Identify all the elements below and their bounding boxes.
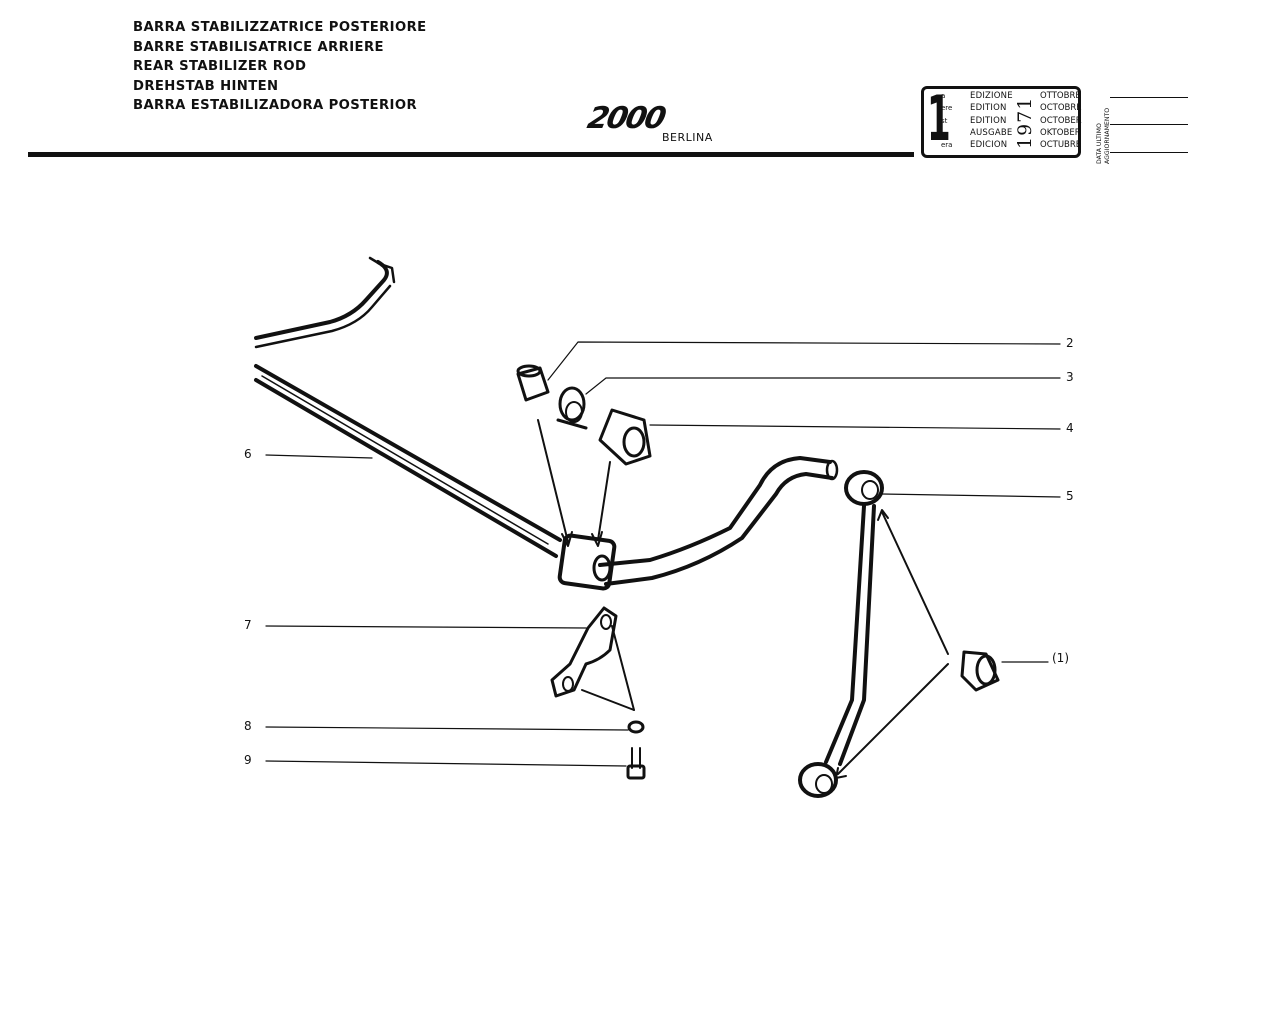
part-3-clamp bbox=[556, 386, 588, 430]
title-block: BARRA STABILIZZATRICE POSTERIORE BARRE S… bbox=[133, 18, 427, 116]
leader-9 bbox=[265, 760, 627, 767]
stabilizer-bar-far-arm bbox=[254, 260, 389, 340]
edition-month: OCTOBRE bbox=[1040, 103, 1082, 114]
leader-7 bbox=[265, 625, 587, 629]
edition-label: AUSGABE bbox=[970, 127, 1013, 138]
edition-number: 1 bbox=[927, 82, 951, 155]
update-line bbox=[1110, 124, 1188, 125]
callout-1: (1) bbox=[1052, 651, 1069, 665]
callout-9: 9 bbox=[244, 753, 252, 767]
edition-suffix: ere bbox=[941, 104, 953, 113]
model-subtitle: BERLINA bbox=[662, 131, 713, 144]
edition-suffix: era bbox=[941, 141, 953, 150]
part-7-bracket bbox=[550, 606, 618, 698]
leader-2 bbox=[547, 341, 1061, 381]
callout-4: 4 bbox=[1066, 421, 1074, 435]
edition-month: OKTOBER bbox=[1040, 127, 1081, 138]
edition-suffixes: a ere st . era bbox=[941, 90, 952, 151]
leader-4 bbox=[649, 424, 1061, 430]
title-french: BARRE STABILISATRICE ARRIERE bbox=[133, 39, 384, 55]
leader-6 bbox=[265, 454, 373, 459]
edition-month: OCTUBRE bbox=[1040, 140, 1082, 151]
edition-label: EDICION bbox=[970, 140, 1008, 151]
part-2-bushing bbox=[516, 364, 550, 402]
update-line bbox=[1110, 97, 1188, 98]
title-italian: BARRA STABILIZZATRICE POSTERIORE bbox=[133, 20, 427, 35]
header-rule bbox=[28, 152, 914, 157]
callout-7: 7 bbox=[244, 618, 252, 632]
callout-2: 2 bbox=[1066, 336, 1074, 350]
edition-box bbox=[921, 86, 1081, 158]
installed-bushing bbox=[557, 533, 617, 591]
edition-month: OCTOBER bbox=[1040, 115, 1082, 126]
title-german: DREHSTAB HINTEN bbox=[133, 78, 279, 94]
update-line bbox=[1110, 152, 1188, 153]
part-8-washer bbox=[627, 720, 645, 734]
edition-label: EDITION bbox=[970, 103, 1007, 114]
part-4-mount-block bbox=[598, 408, 652, 466]
edition-suffix: a bbox=[941, 92, 946, 100]
edition-suffix: st bbox=[941, 116, 948, 125]
edition-months: OTTOBRE OCTOBRE OCTOBER OKTOBER OCTUBRE bbox=[1040, 90, 1082, 151]
edition-month: OTTOBRE bbox=[1040, 91, 1081, 101]
callout-6: 6 bbox=[244, 447, 252, 461]
part-9-bolt bbox=[626, 747, 646, 780]
stabilizer-bar bbox=[254, 364, 562, 542]
part-1-bushing bbox=[960, 650, 1000, 692]
leader-8 bbox=[265, 726, 629, 731]
edition-suffix: . bbox=[941, 128, 944, 137]
callout-8: 8 bbox=[244, 719, 252, 733]
edition-labels: EDIZIONE EDITION EDITION AUSGABE EDICION bbox=[970, 90, 1013, 151]
leader-5 bbox=[881, 493, 1061, 498]
title-spanish: BARRA ESTABILIZADORA POSTERIOR bbox=[133, 98, 417, 113]
edition-label: EDITION bbox=[970, 115, 1007, 126]
callout-5: 5 bbox=[1066, 489, 1074, 503]
leader-3 bbox=[585, 377, 1061, 395]
title-english: REAR STABILIZER ROD bbox=[133, 59, 307, 74]
callout-3: 3 bbox=[1066, 370, 1074, 384]
part-5-link-rod bbox=[798, 470, 884, 798]
edition-label: EDIZIONE bbox=[970, 91, 1013, 101]
